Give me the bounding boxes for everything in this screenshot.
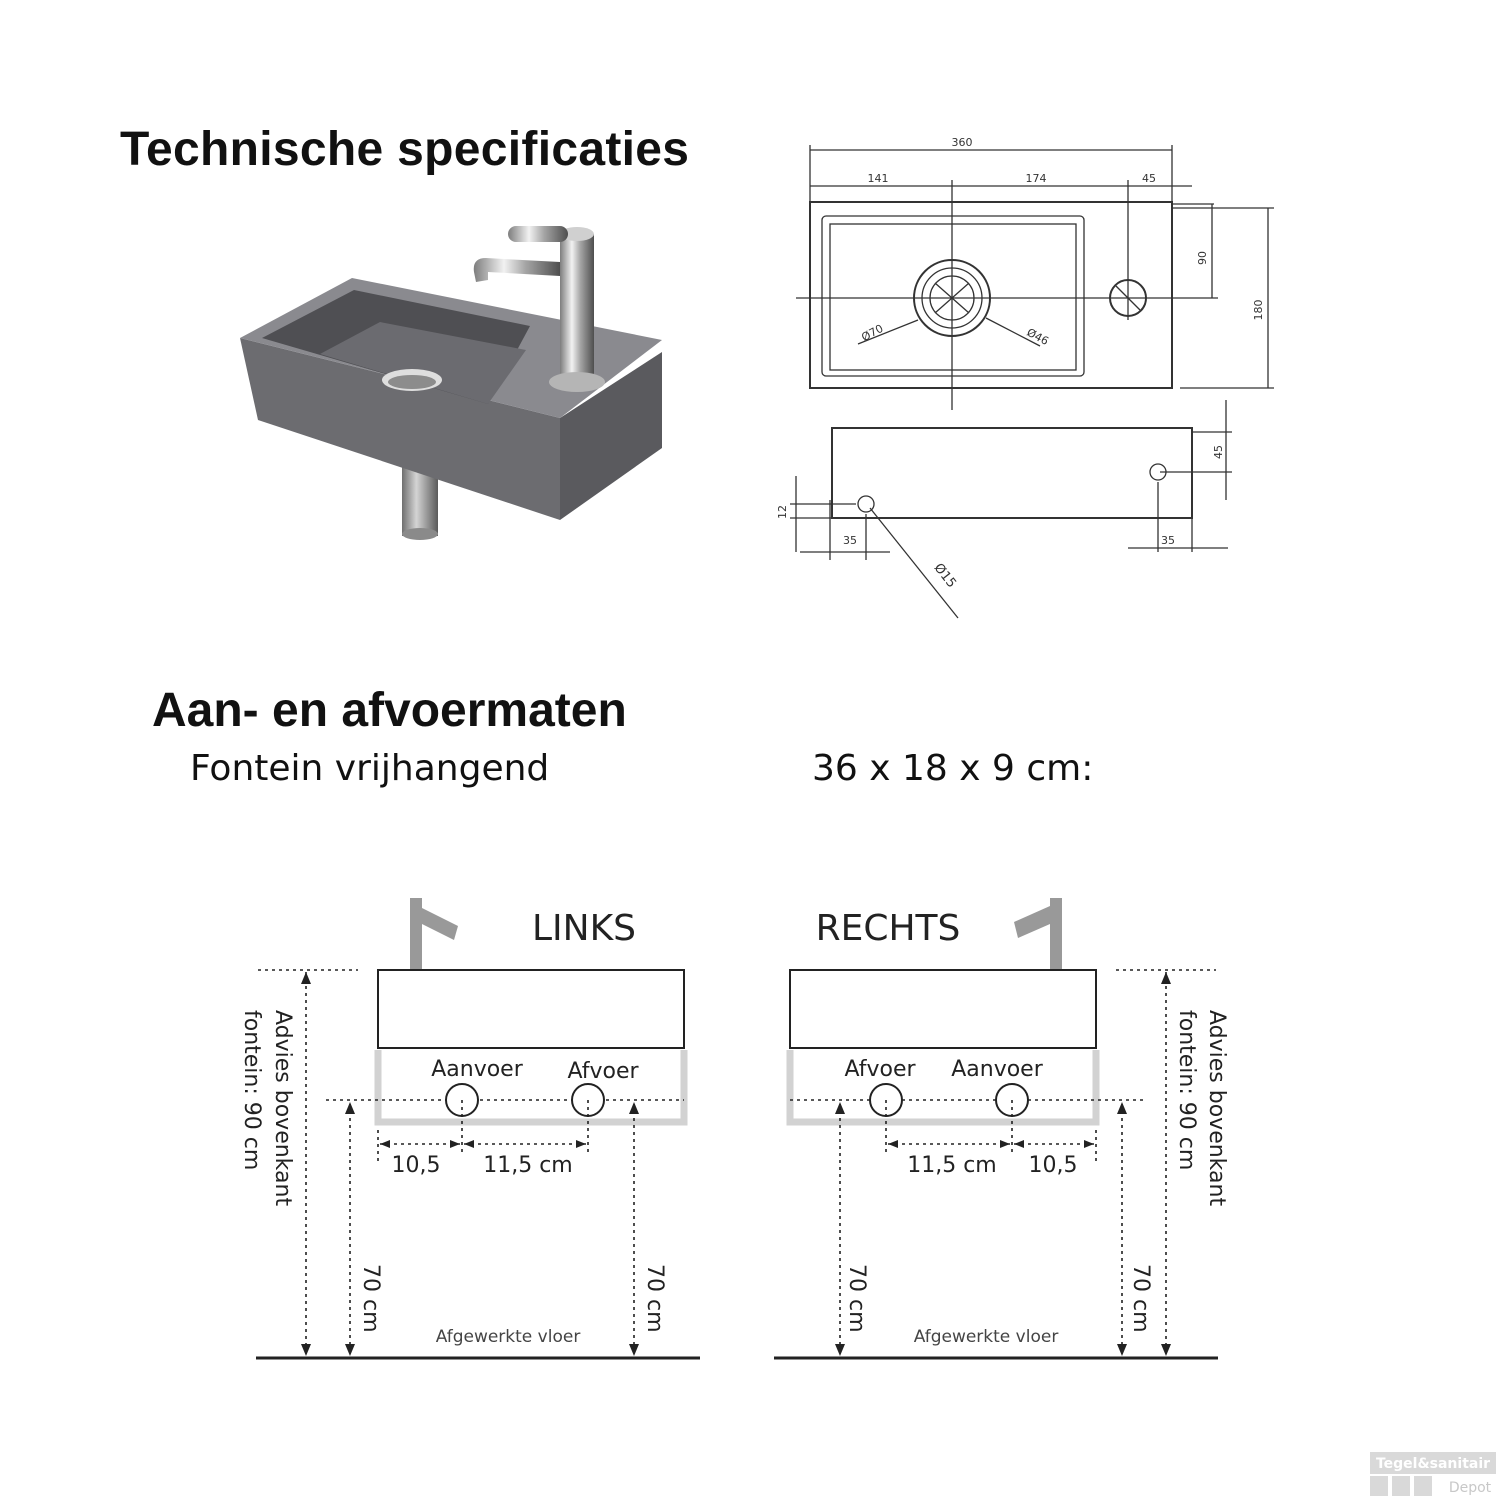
brand-logo: Tegel&sanitair Depot [1370, 1452, 1496, 1496]
install-left-title: LINKS [532, 908, 636, 949]
install-right-supply-label: Aanvoer [951, 1057, 1043, 1082]
install-left-height-left: 70 cm [358, 1264, 383, 1333]
install-left-advice-line2: fontein: 90 cm [239, 1010, 264, 1170]
install-right-title: RECHTS [816, 908, 961, 949]
install-right-height-right: 70 cm [1128, 1264, 1153, 1333]
install-diagram-right [774, 898, 1218, 1360]
sink-side-face [560, 352, 662, 520]
install-left-supply-label: Aanvoer [431, 1057, 523, 1082]
sink-illustration [240, 226, 662, 540]
dim-front-12: 12 [776, 505, 789, 519]
install-right-advice-line2: fontein: 90 cm [1174, 1010, 1199, 1170]
dim-middle-offset: 174 [1026, 172, 1047, 185]
dim-front-height: 45 [1212, 445, 1225, 459]
install-left-dim-between: 11,5 cm [483, 1153, 573, 1178]
install-right-dim-edge: 10,5 [1029, 1153, 1078, 1178]
dim-drain-diameter: Ø70 [859, 322, 885, 344]
section-title-connections: Aan- en afvoermaten [152, 684, 627, 737]
dim-height-90: 90 [1196, 251, 1209, 265]
install-right-labels: RECHTS Afvoer Aanvoer 11,5 cm 10,5 Advie… [816, 908, 1229, 1347]
section-title-technical: Technische specificaties [120, 123, 690, 176]
install-right-floor-label: Afgewerkte vloer [914, 1327, 1059, 1347]
install-left-drain-label: Afvoer [567, 1059, 639, 1084]
faucet-icon [473, 226, 605, 392]
dimensions-label: 36 x 18 x 9 cm: [812, 748, 1094, 789]
top-view-drawing [790, 145, 1274, 619]
dim-hole-diameter: Ø15 [931, 561, 959, 591]
dim-height-180: 180 [1252, 300, 1265, 321]
logo-line2: Depot [1449, 1480, 1492, 1496]
dim-right-offset: 45 [1142, 172, 1156, 185]
dim-total-width: 360 [952, 136, 973, 149]
install-left-advice-line1: Advies bovenkant [270, 1010, 295, 1206]
install-diagram-left [256, 898, 700, 1360]
dim-front-left-35: 35 [843, 534, 857, 547]
install-left-floor-label: Afgewerkte vloer [436, 1327, 581, 1347]
dim-front-right-35: 35 [1161, 534, 1175, 547]
install-right-height-left: 70 cm [844, 1264, 869, 1333]
sink-front-face [240, 338, 560, 520]
install-right-advice-line1: Advies bovenkant [1204, 1010, 1229, 1206]
install-right-drain-label: Afvoer [844, 1057, 916, 1082]
install-left-height-right: 70 cm [642, 1264, 667, 1333]
install-left-dim-edge: 10,5 [392, 1153, 441, 1178]
logo-line1: Tegel&sanitair [1376, 1456, 1490, 1472]
dim-left-offset: 141 [868, 172, 889, 185]
install-left-labels: LINKS Aanvoer Afvoer 10,5 11,5 cm Advies… [239, 908, 667, 1347]
install-right-dim-between: 11,5 cm [907, 1153, 997, 1178]
subtitle: Fontein vrijhangend [190, 748, 550, 789]
